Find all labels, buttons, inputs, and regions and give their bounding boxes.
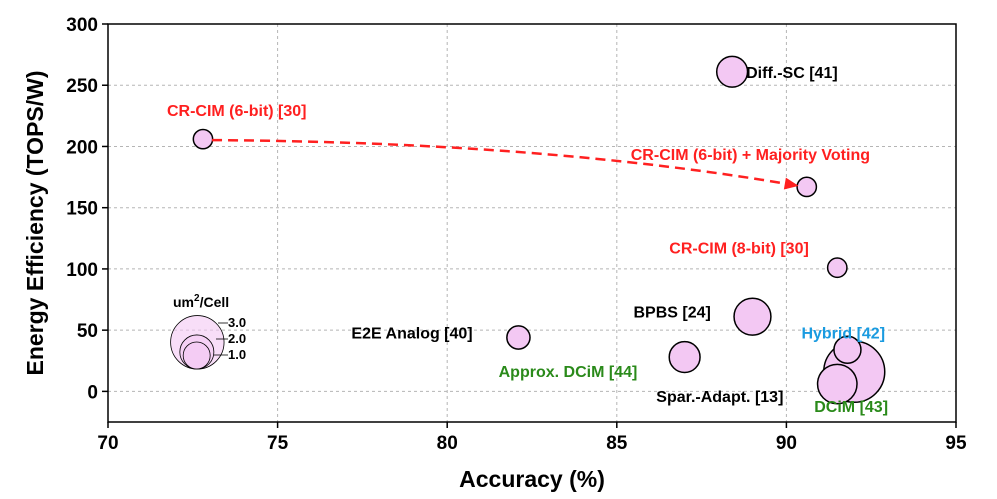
data-point — [796, 176, 818, 198]
point-label: Spar.-Adapt. [13] — [656, 389, 783, 406]
data-point — [506, 325, 531, 350]
size-legend: um2/Cell 3.02.01.0 — [170, 293, 246, 370]
point-label: Diff.-SC [41] — [746, 65, 838, 82]
point-label: DCiM [43] — [814, 399, 888, 416]
point-label: E2E Analog [40] — [351, 326, 472, 343]
axis-ticks: 70 75 80 85 90 95 0 50 100 150 200 250 300 — [66, 15, 967, 454]
point-label: BPBS [24] — [633, 305, 710, 322]
point-label: CR-CIM (6-bit) + Majority Voting — [631, 147, 870, 164]
legend-title: um2/Cell — [173, 293, 229, 310]
y-tick-label: 150 — [66, 199, 98, 220]
point-labels: Diff.-SC [41] CR-CIM (6-bit) [30] CR-CIM (… — [167, 65, 888, 416]
y-tick-label: 200 — [66, 137, 98, 158]
data-point — [192, 128, 214, 150]
plot-frame — [107, 23, 957, 423]
arrow-annotation — [211, 138, 799, 190]
x-tick-label: 80 — [437, 433, 458, 454]
x-tick-label: 75 — [267, 433, 289, 454]
arrow-line — [211, 138, 793, 187]
x-axis-label: Accuracy (%) — [459, 466, 605, 492]
arrow-head — [783, 177, 799, 190]
y-axis-label: Energy Efficiency (TOPS/W) — [22, 70, 48, 375]
data-point — [715, 55, 749, 88]
x-tick-label: 85 — [606, 433, 628, 454]
point-label: CR-CIM (8-bit) [30] — [669, 241, 809, 258]
point-label: Hybrid [42] — [801, 326, 885, 343]
plot-area — [108, 24, 956, 422]
legend-circle — [182, 341, 211, 370]
point-label: Approx. DCiM [44] — [499, 364, 638, 381]
legend-entry: 1.0 — [228, 347, 246, 362]
y-tick-label: 300 — [66, 15, 98, 36]
data-points — [192, 55, 886, 405]
x-tick-label: 70 — [97, 433, 118, 454]
legend-entry: 2.0 — [228, 331, 246, 346]
x-tick-label: 95 — [945, 433, 967, 454]
legend-entry: 3.0 — [228, 315, 246, 330]
data-point — [668, 340, 701, 374]
data-point — [833, 335, 862, 364]
y-tick-label: 250 — [66, 76, 98, 97]
data-point — [816, 363, 858, 405]
grid — [108, 24, 956, 422]
x-tick-label: 90 — [776, 433, 797, 454]
y-tick-label: 100 — [66, 260, 98, 281]
point-label: CR-CIM (6-bit) [30] — [167, 103, 307, 120]
data-point — [733, 297, 772, 336]
data-point — [826, 257, 848, 279]
y-tick-label: 50 — [77, 321, 98, 342]
y-tick-label: 0 — [87, 382, 98, 403]
